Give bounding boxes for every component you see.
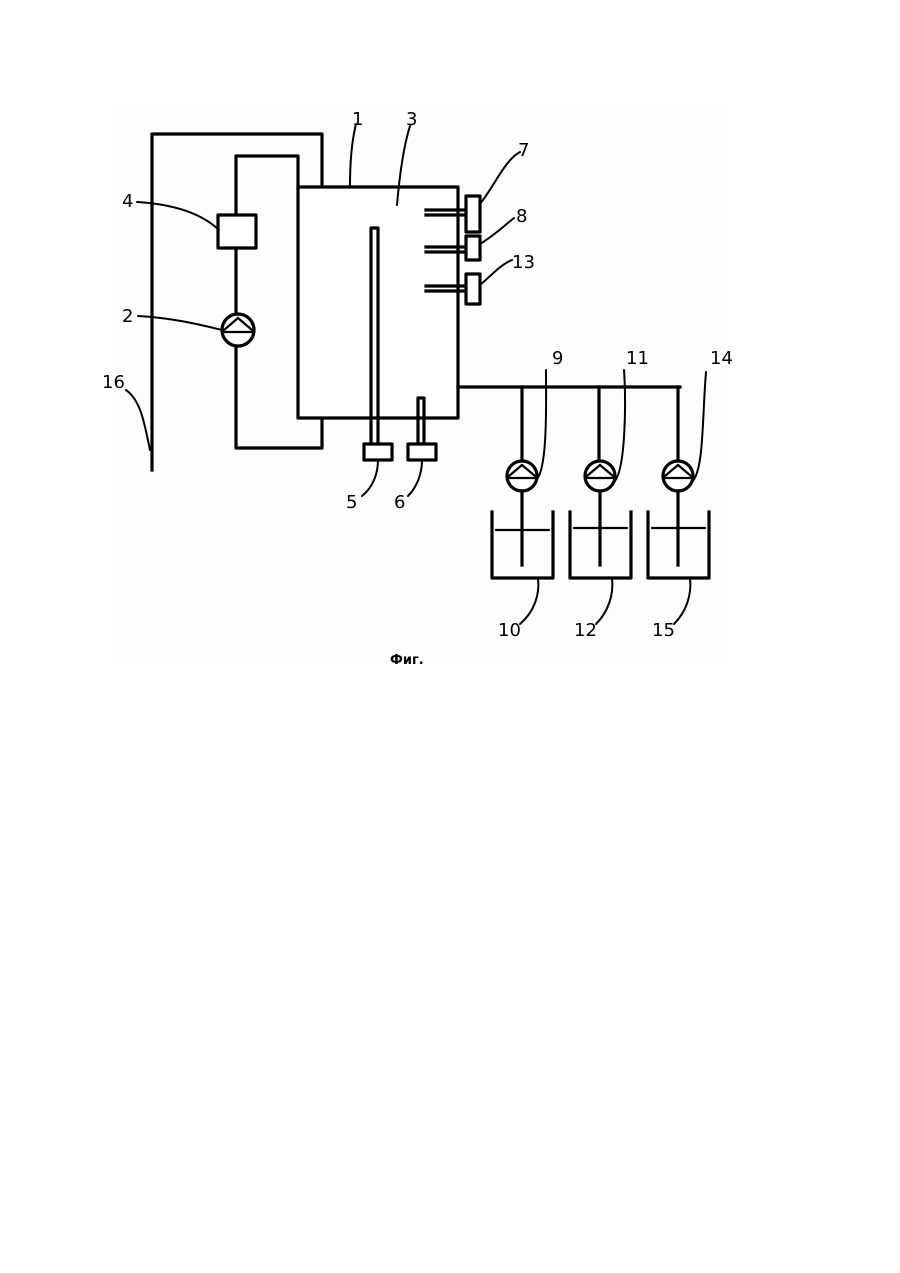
- unit-4-box: [218, 215, 256, 248]
- label-11: 11: [626, 348, 649, 369]
- label-6: 6: [394, 492, 405, 513]
- pump-11: [585, 461, 615, 491]
- label-10: 10: [498, 620, 521, 641]
- label-15: 15: [652, 620, 675, 641]
- foot-6: [408, 444, 436, 460]
- label-9: 9: [552, 348, 563, 369]
- pump-9: [507, 461, 537, 491]
- label-1: 1: [352, 109, 363, 130]
- label-4: 4: [122, 191, 133, 212]
- label-3: 3: [406, 109, 417, 130]
- label-16: 16: [102, 372, 125, 393]
- foot-5: [364, 444, 392, 460]
- label-8: 8: [516, 206, 527, 227]
- label-7: 7: [518, 140, 529, 161]
- pump-14: [663, 461, 693, 491]
- label-5: 5: [346, 492, 357, 513]
- label-14: 14: [710, 348, 733, 369]
- label-12: 12: [574, 620, 597, 641]
- figure-caption: Фиг.: [390, 653, 424, 668]
- label-13: 13: [512, 252, 535, 273]
- pump-2: [222, 314, 254, 346]
- label-2: 2: [122, 306, 133, 327]
